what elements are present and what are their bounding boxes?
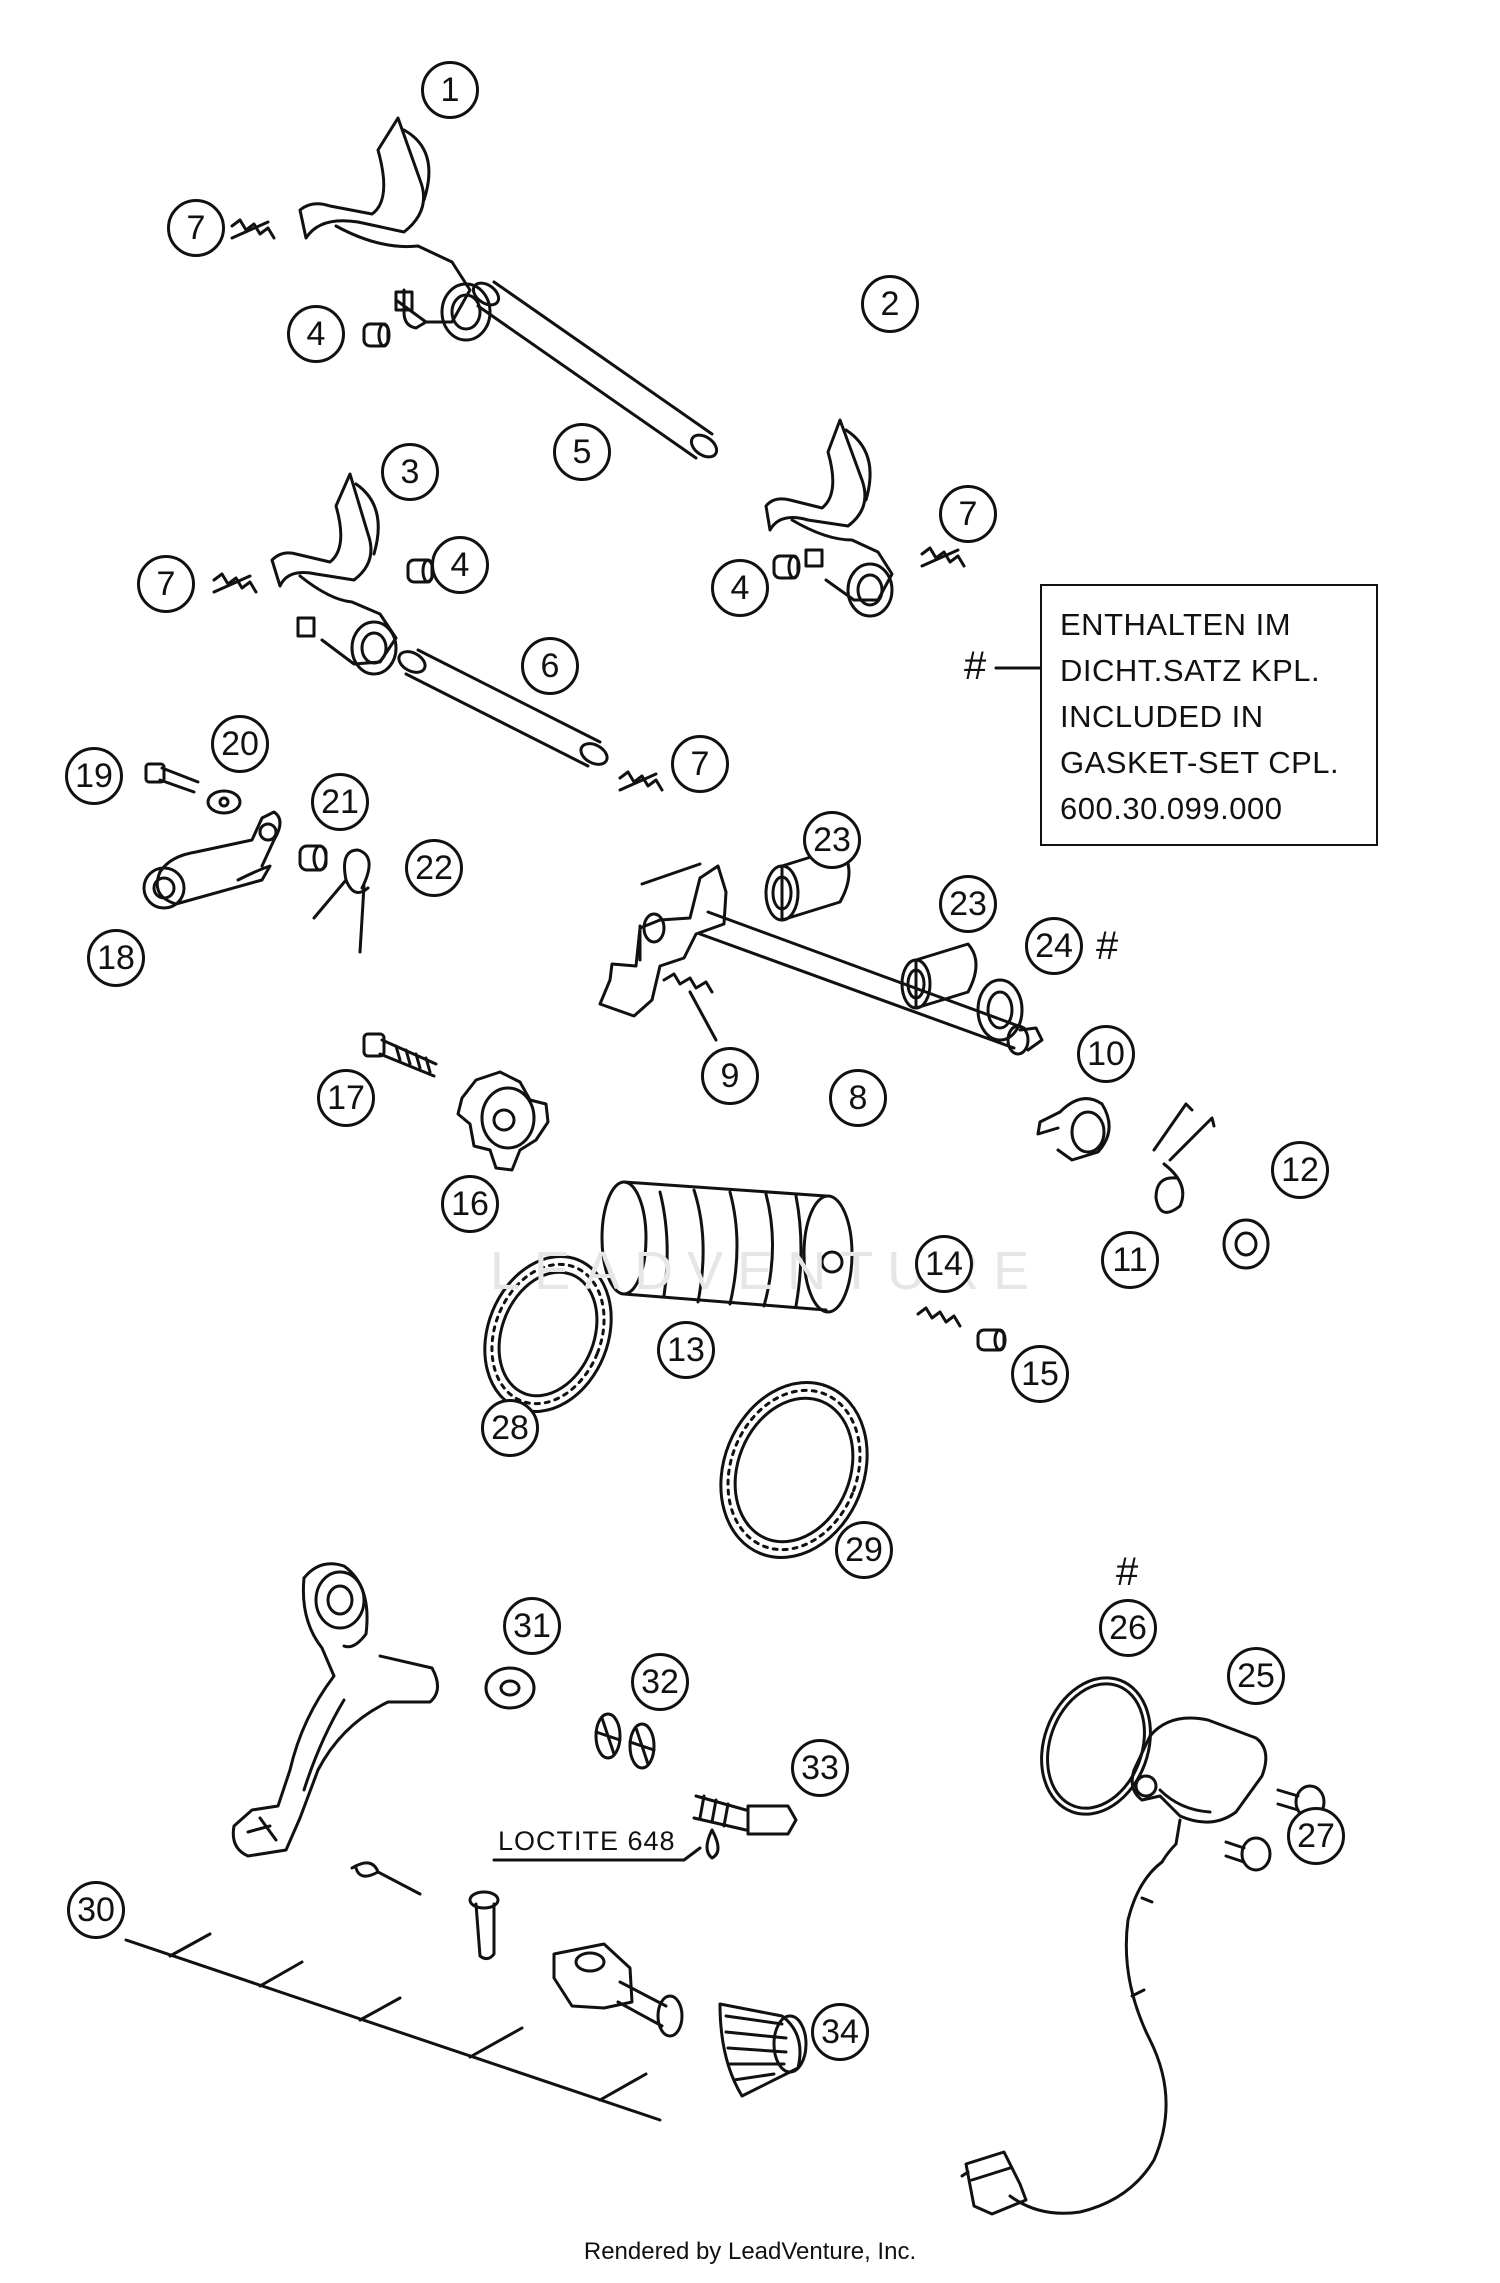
callout-26: 26	[1099, 1599, 1157, 1657]
spring-14	[916, 1306, 962, 1328]
note-line-4: GASKET-SET CPL.	[1060, 745, 1340, 780]
washer-12	[1222, 1218, 1270, 1270]
callout-8: 8	[829, 1069, 887, 1127]
washer-31	[484, 1666, 536, 1710]
gasket-set-note: ENTHALTEN IM DICHT.SATZ KPL. INCLUDED IN…	[1040, 584, 1378, 846]
spring-22	[312, 848, 371, 954]
callout-13: 13	[657, 1321, 715, 1379]
callout-16: 16	[441, 1175, 499, 1233]
note-part-number: 600.30.099.000	[1060, 791, 1283, 826]
bolt-33	[692, 1794, 798, 1836]
roller-4a	[362, 322, 391, 348]
note-line-1: ENTHALTEN IM	[1060, 607, 1292, 642]
callout-9-leader	[688, 990, 718, 1042]
rubber-boot-34	[718, 2002, 808, 2098]
callout-15: 15	[1011, 1345, 1069, 1403]
callout-24-hash-symbol: #	[1096, 924, 1119, 968]
spring-7b	[212, 572, 258, 594]
torsion-spring-11	[1152, 1102, 1216, 1214]
pin	[468, 1890, 500, 1961]
callout-33: 33	[791, 1739, 849, 1797]
callout-28: 28	[481, 1399, 539, 1457]
lever-30-leader	[124, 1932, 662, 2122]
shift-fork-2	[764, 418, 894, 618]
callout-29: 29	[835, 1521, 893, 1579]
callout-3: 3	[381, 443, 439, 501]
note-line-3: INCLUDED IN	[1060, 699, 1264, 734]
callout-26-hash-symbol: #	[1116, 1550, 1139, 1594]
callout-22: 22	[405, 839, 463, 897]
callout-5: 5	[553, 423, 611, 481]
loctite-label: LOCTITE 648	[498, 1826, 676, 1856]
locking-lever-18	[142, 810, 282, 910]
spring-clip	[350, 1861, 422, 1896]
callout-1: 1	[421, 61, 479, 119]
callout-14: 14	[915, 1235, 973, 1293]
fork-rail-5	[471, 280, 719, 460]
shift-drum-locating-16	[456, 1070, 550, 1172]
roller-4b	[406, 558, 435, 584]
callout-7a: 7	[167, 199, 225, 257]
callout-10: 10	[1077, 1025, 1135, 1083]
callout-9: 9	[701, 1047, 759, 1105]
bush-21	[298, 844, 328, 872]
gear-position-sensor-25	[960, 1716, 1268, 2216]
callout-18: 18	[87, 929, 145, 987]
callout-17: 17	[317, 1069, 375, 1127]
callout-6: 6	[521, 637, 579, 695]
callout-31: 31	[503, 1597, 561, 1655]
lock-washers-32	[594, 1712, 656, 1770]
spring-7c	[920, 546, 966, 568]
callout-19: 19	[65, 747, 123, 805]
roller-4c	[772, 554, 801, 580]
spring-9	[662, 972, 714, 994]
needle-bearing-23b	[900, 942, 978, 1010]
pin-15	[976, 1328, 1007, 1352]
callout-32: 32	[631, 1653, 689, 1711]
callout-4b: 4	[431, 536, 489, 594]
screw-27b	[1224, 1836, 1272, 1872]
washer-20	[206, 789, 242, 815]
callout-4c: 4	[711, 559, 769, 617]
o-ring-26	[1040, 1676, 1152, 1816]
callout-27: 27	[1287, 1807, 1345, 1865]
callout-25: 25	[1227, 1647, 1285, 1705]
bolt-19	[144, 762, 200, 794]
joint-head	[552, 1942, 684, 2038]
bolt-17	[362, 1032, 438, 1078]
loctite-leader	[492, 1846, 702, 1862]
note-line-2: DICHT.SATZ KPL.	[1060, 653, 1321, 688]
callout-34: 34	[811, 2003, 869, 2061]
shift-fork-1	[298, 116, 492, 342]
callout-7c: 7	[939, 485, 997, 543]
callout-2: 2	[861, 275, 919, 333]
callout-24: 24	[1025, 917, 1083, 975]
shaft-seal-24	[976, 978, 1024, 1042]
callout-12: 12	[1271, 1141, 1329, 1199]
callout-7b: 7	[137, 555, 195, 613]
note-hash-symbol: #	[964, 644, 987, 688]
callout-7d: 7	[671, 735, 729, 793]
callout-21: 21	[311, 773, 369, 831]
fork-rail-6	[397, 648, 609, 768]
spring-7d	[618, 770, 664, 792]
callout-4a: 4	[287, 305, 345, 363]
callout-23a: 23	[803, 811, 861, 869]
shift-drum-13	[600, 1180, 854, 1314]
spring-7a	[230, 218, 276, 240]
shift-fork-3	[270, 472, 398, 676]
shift-lever-30	[231, 1562, 439, 1858]
ball-bearing-29	[719, 1381, 869, 1559]
callout-30: 30	[67, 1881, 125, 1939]
footer-credit: Rendered by LeadVenture, Inc.	[583, 2238, 917, 2265]
callout-20: 20	[211, 715, 269, 773]
loctite-drop	[705, 1828, 720, 1860]
callout-23b: 23	[939, 875, 997, 933]
bush-10	[1036, 1097, 1111, 1162]
callout-11: 11	[1101, 1231, 1159, 1289]
